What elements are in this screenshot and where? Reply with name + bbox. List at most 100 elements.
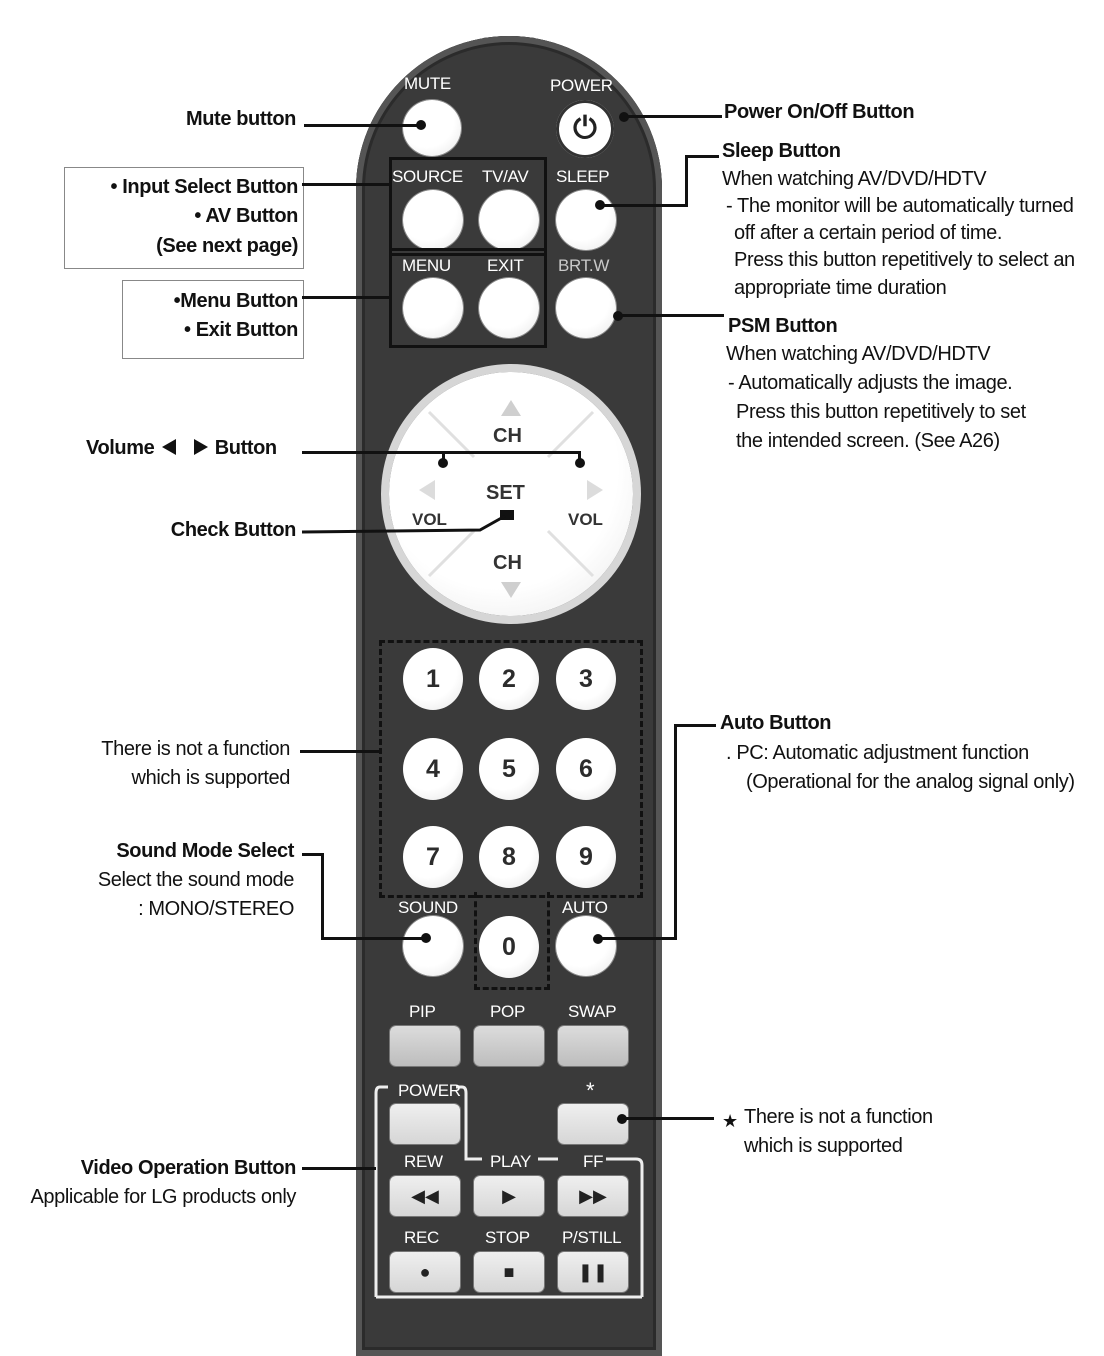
video-leader-line (302, 1167, 376, 1170)
ch-up-label[interactable]: CH (493, 425, 522, 447)
video-section-frame (374, 1085, 644, 1299)
rew-button[interactable]: ◀◀ (390, 1176, 460, 1216)
tvav-label: TV/AV (482, 167, 529, 186)
ch-down-label[interactable]: CH (493, 552, 522, 574)
menu-button-group-box (389, 248, 547, 348)
exit-label: EXIT (487, 256, 524, 275)
auto-button[interactable] (556, 916, 616, 976)
number-8-button[interactable]: 8 (479, 826, 539, 888)
video-operation-subtitle: Applicable for LG products only (30, 1186, 296, 1208)
volume-left-drop (442, 451, 445, 463)
number-9-button[interactable]: 9 (556, 826, 616, 888)
sound-button[interactable] (403, 916, 463, 976)
ff-label: FF (583, 1152, 604, 1171)
psm-line4: the intended screen. (See A26) (736, 430, 1000, 452)
video-power-label: POWER (398, 1081, 461, 1100)
sound-label: SOUND (398, 898, 458, 917)
star-note-line1: There is not a function (744, 1106, 933, 1128)
tvav-button[interactable] (479, 190, 539, 250)
vol-left-arrow-icon (419, 480, 435, 500)
volume-right-drop (578, 451, 581, 463)
psm-line3: Press this button repetitively to set (736, 401, 1026, 423)
sleep-line2: - The monitor will be automatically turn… (726, 195, 1074, 217)
exit-button-annotation: • Exit Button (183, 319, 298, 341)
menu-button[interactable] (403, 278, 463, 338)
psm-leader-line (618, 314, 724, 317)
stop-button[interactable]: ■ (474, 1252, 544, 1292)
vol-right-arrow-icon (587, 480, 603, 500)
auto-line2: (Operational for the analog signal only) (746, 771, 1075, 793)
no-function-left-line2: which is supported (131, 767, 291, 789)
pop-button[interactable] (474, 1026, 544, 1066)
star-note-icon: ★ (722, 1111, 738, 1131)
play-label: PLAY (490, 1152, 532, 1171)
check-leader-line (301, 514, 506, 534)
menu-annotation-box (122, 280, 304, 359)
menu-leader-line (302, 296, 390, 299)
set-button-marker (500, 510, 514, 520)
rew-label: REW (404, 1152, 443, 1171)
video-power-button[interactable] (390, 1104, 460, 1144)
source-button[interactable] (403, 190, 463, 250)
power-onoff-annotation: Power On/Off Button (724, 101, 915, 123)
zero-dashed-box (474, 892, 550, 990)
auto-line1: . PC: Automatic adjustment function (726, 742, 1029, 764)
sleep-label: SLEEP (556, 167, 610, 186)
sleep-leader-horizontal (600, 204, 688, 207)
volume-annotation-pre: Volume (86, 437, 155, 459)
sound-leader-dot (421, 933, 431, 943)
input-select-annotation: • Input Select Button (110, 176, 299, 198)
menu-button-annotation: •Menu Button (173, 290, 299, 312)
power-button[interactable]: ⏻ (556, 100, 614, 158)
star-button[interactable] (558, 1104, 628, 1144)
number-4-button[interactable]: 4 (403, 738, 463, 800)
stop-icon: ■ (503, 1261, 515, 1282)
number-5-button[interactable]: 5 (479, 738, 539, 800)
mute-button[interactable] (403, 100, 461, 156)
star-label: * (586, 1078, 595, 1103)
sleep-line4: Press this button repetitively to select… (734, 249, 1075, 271)
play-button[interactable]: ▶ (474, 1176, 544, 1216)
sound-leader-vertical (321, 853, 324, 940)
ff-button[interactable]: ▶▶ (558, 1176, 628, 1216)
auto-leader-bottom (598, 937, 677, 940)
number-2-button[interactable]: 2 (479, 648, 539, 710)
sleep-line3: off after a certain period of time. (734, 222, 1003, 244)
pip-button[interactable] (390, 1026, 460, 1066)
mute-label: MUTE (404, 74, 451, 93)
swap-button[interactable] (558, 1026, 628, 1066)
pause-still-button[interactable]: ❚❚ (558, 1252, 628, 1292)
pip-label: PIP (409, 1002, 436, 1021)
stop-label: STOP (485, 1228, 530, 1247)
set-label[interactable]: SET (486, 482, 525, 504)
volume-right-dot (575, 458, 585, 468)
power-leader-line (624, 115, 722, 118)
sleep-button[interactable] (556, 190, 616, 250)
number-1-button[interactable]: 1 (403, 648, 463, 710)
sleep-title: Sleep Button (722, 140, 841, 162)
star-note-line2: which is supported (744, 1135, 903, 1157)
video-operation-title: Video Operation Button (80, 1157, 297, 1179)
check-annotation: Check Button (170, 519, 297, 541)
psm-button[interactable] (556, 278, 616, 338)
vol-left-label[interactable]: VOL (412, 510, 447, 529)
volume-annotation-post: Button (214, 437, 277, 459)
psm-line1: When watching AV/DVD/HDTV (726, 343, 991, 365)
ch-up-arrow-icon (501, 400, 521, 416)
psm-title: PSM Button (728, 315, 838, 337)
rec-button[interactable]: ● (390, 1252, 460, 1292)
auto-leader-vertical (674, 724, 677, 940)
pop-label: POP (490, 1002, 526, 1021)
sound-mode-title: Sound Mode Select (116, 840, 294, 862)
vol-right-label[interactable]: VOL (568, 510, 603, 529)
mute-annotation: Mute button (185, 108, 296, 130)
number-7-button[interactable]: 7 (403, 826, 463, 888)
pause-icon: ❚❚ (577, 1261, 609, 1282)
exit-button[interactable] (479, 278, 539, 338)
number-6-button[interactable]: 6 (556, 738, 616, 800)
number-0-button[interactable]: 0 (479, 916, 539, 978)
no-function-left-line1: There is not a function (101, 738, 290, 760)
ch-down-arrow-icon (501, 582, 521, 598)
number-3-button[interactable]: 3 (556, 648, 616, 710)
